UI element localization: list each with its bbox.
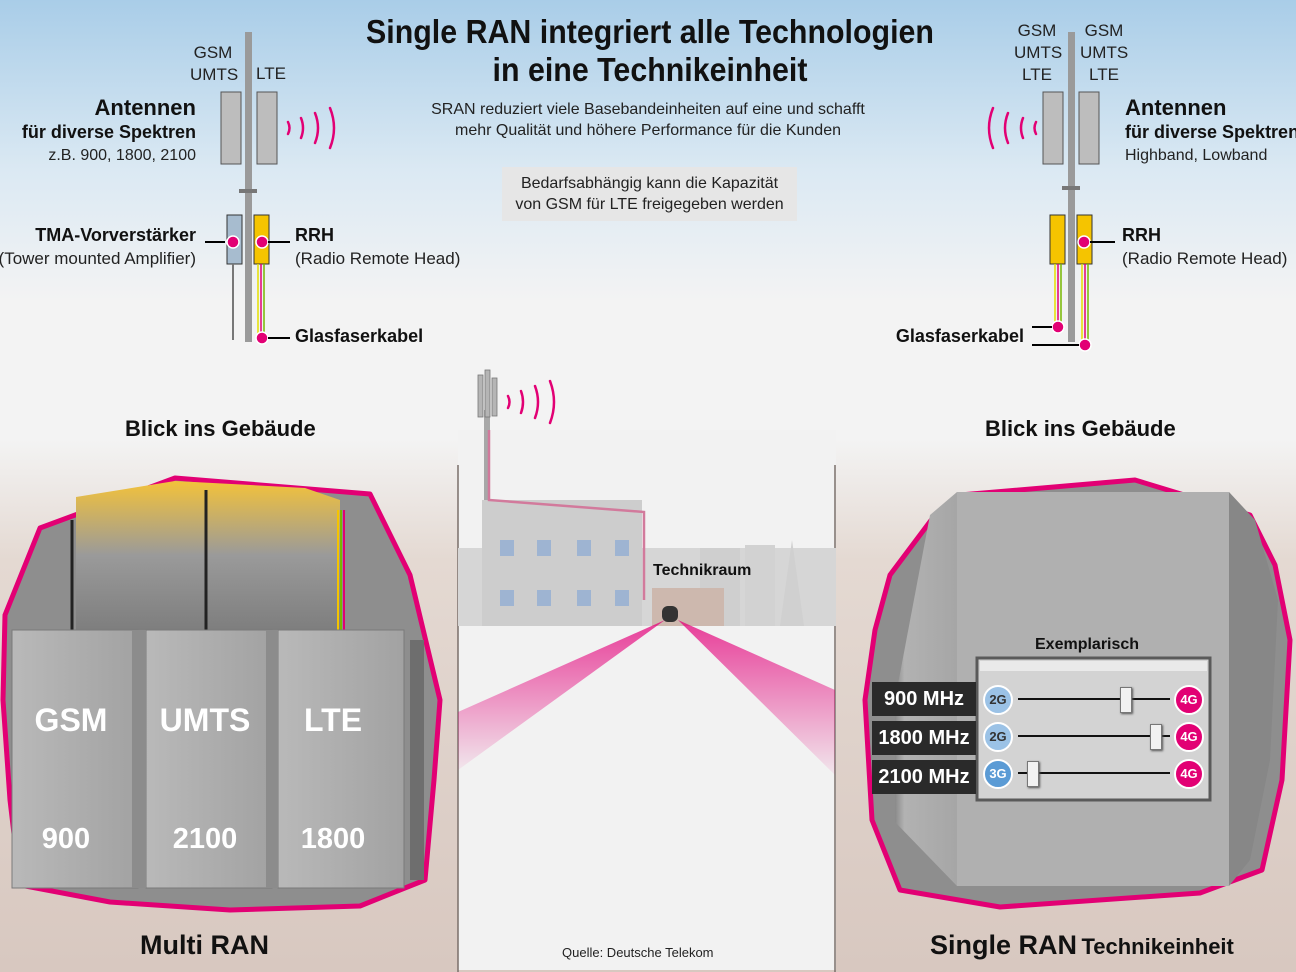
- module-umts-name: UMTS: [159, 702, 251, 738]
- left-antenna-label-lte: LTE: [256, 64, 286, 83]
- right-antenna2-label: GSM UMTS LTE: [1080, 21, 1129, 84]
- right-building-view-heading: Blick ins Gebäude: [985, 416, 1176, 441]
- right-fiber-label: Glasfaserkabel: [895, 326, 1024, 346]
- band-2100-to-badge: 4G: [1174, 759, 1204, 789]
- left-rrh-label: RRH (Radio Remote Head): [295, 224, 460, 270]
- left-building-view-heading: Blick ins Gebäude: [125, 416, 316, 441]
- right-antennen-example: Highband, Lowband: [1125, 147, 1268, 164]
- single-ran-label: Single RAN Technikeinheit: [930, 930, 1234, 961]
- right-antenna-mast: [1032, 32, 1115, 352]
- panel-title: Exemplarisch: [1035, 636, 1140, 653]
- right-antenna1-label: GSM UMTS LTE: [1014, 21, 1063, 84]
- band-2100-slider-thumb[interactable]: [1026, 761, 1039, 787]
- right-rrh-sub: (Radio Remote Head): [1122, 249, 1288, 268]
- center-signal-waves: [506, 379, 556, 425]
- band-1800-from-badge: 2G: [983, 722, 1013, 752]
- band-900-label: 900 MHz: [872, 682, 976, 716]
- single-ran-label-bold: Single RAN: [930, 930, 1078, 960]
- band-1800-label: 1800 MHz: [872, 721, 976, 755]
- left-antenna-mast: [205, 32, 290, 345]
- module-umts-freq: 2100: [172, 823, 238, 855]
- tma-heading: TMA-Vorverstärker: [35, 225, 196, 245]
- module-gsm-freq: 900: [41, 823, 91, 855]
- subtitle: SRAN reduziert viele Basebandeinheiten a…: [398, 99, 898, 141]
- band-2100-from-badge: 3G: [983, 759, 1013, 789]
- left-antennen-sub: für diverse Spektren: [21, 122, 196, 142]
- note-line-1: Bedarfsabhängig kann die Kapazität: [520, 175, 779, 192]
- technikraum-label: Technikraum: [653, 562, 752, 579]
- left-antennen-label: Antennen für diverse Spektren z.B. 900, …: [22, 96, 196, 168]
- tma-sub: (Tower mounted Amplifier): [0, 249, 196, 268]
- page-title: Single RAN integriert alle Technologien …: [328, 13, 972, 89]
- multi-ran-building: [0, 475, 443, 913]
- left-signal-waves: [286, 106, 336, 150]
- module-lte-name: LTE: [303, 702, 363, 738]
- right-rrh-label: RRH (Radio Remote Head): [1122, 224, 1287, 270]
- band-900-slider-thumb[interactable]: [1120, 687, 1133, 713]
- multi-ran-label: Multi RAN: [140, 930, 269, 960]
- band-1800-slider-thumb[interactable]: [1150, 724, 1163, 750]
- capacity-note: Bedarfsabhängig kann die Kapazität von G…: [502, 167, 797, 221]
- source-credit: Quelle: Deutsche Telekom: [562, 945, 714, 960]
- center-scene: [457, 369, 836, 972]
- single-ran-label-rest: Technikeinheit: [1081, 934, 1234, 959]
- right-rrh-heading: RRH: [1122, 225, 1161, 245]
- band-900-to-badge: 4G: [1174, 685, 1204, 715]
- right-antennen-heading: Antennen: [1125, 95, 1227, 120]
- left-rrh-sub: (Radio Remote Head): [295, 249, 461, 268]
- note-line-2: von GSM für LTE freigegeben werden: [515, 196, 784, 213]
- right-antennen-label: Antennen für diverse Spektren Highband, …: [1125, 96, 1296, 168]
- subtitle-line-2: mehr Qualität und höhere Performance für…: [454, 122, 841, 139]
- right-antennen-sub: für diverse Spektren: [1125, 122, 1296, 142]
- right-signal-waves: [987, 106, 1038, 150]
- title-line-2: in eine Technikeinheit: [492, 51, 808, 88]
- tma-label: TMA-Vorverstärker (Tower mounted Amplifi…: [0, 224, 196, 270]
- band-900-from-badge: 2G: [983, 685, 1013, 715]
- left-fiber-label: Glasfaserkabel: [295, 326, 424, 346]
- left-antennen-heading: Antennen: [94, 95, 196, 120]
- left-rrh-heading: RRH: [295, 225, 334, 245]
- left-antenna-label-gsm-umts: GSM UMTS: [190, 43, 239, 84]
- subtitle-line-1: SRAN reduziert viele Basebandeinheiten a…: [431, 101, 865, 118]
- module-lte-freq: 1800: [300, 823, 366, 855]
- band-1800-to-badge: 4G: [1174, 722, 1204, 752]
- module-gsm-name: GSM: [34, 702, 108, 738]
- band-2100-label: 2100 MHz: [872, 760, 976, 794]
- left-antennen-example: z.B. 900, 1800, 2100: [48, 147, 196, 164]
- title-line-1: Single RAN integriert alle Technologien: [366, 13, 934, 50]
